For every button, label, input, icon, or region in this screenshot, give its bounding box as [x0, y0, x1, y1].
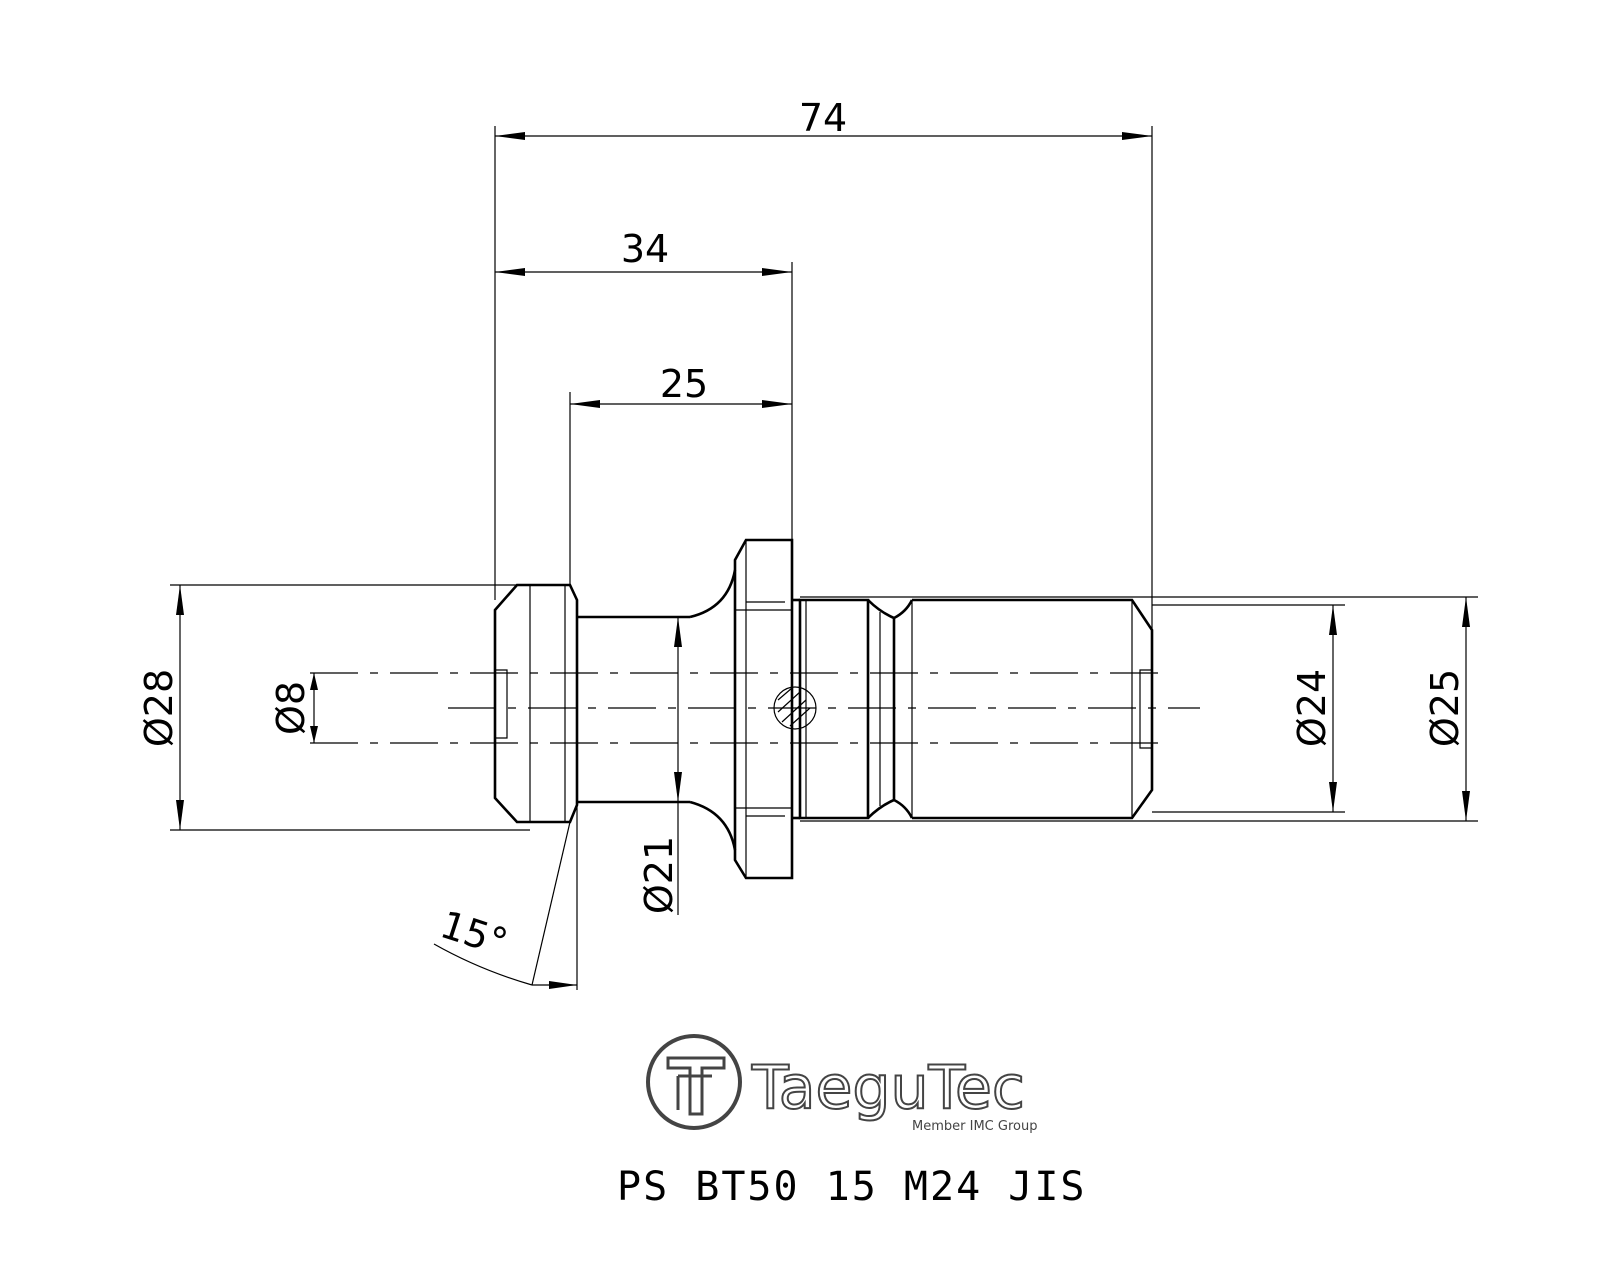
- dim-length-overall: 74: [494, 96, 1153, 630]
- brand-tagline: Member IMC Group: [912, 1119, 1037, 1134]
- dim-25-label: 25: [660, 362, 708, 406]
- dim-length-neck: 25: [569, 362, 792, 585]
- brand-name: TaeguTec: [751, 1053, 1025, 1123]
- dim-dia-thread-outer: Ø25: [800, 596, 1478, 822]
- pull-stud-outline: [493, 538, 1154, 880]
- dim-angle-label: 15°: [435, 902, 513, 965]
- dim-dia-thread-inner: Ø24: [1152, 604, 1345, 813]
- dim-d8-label: Ø8: [269, 681, 313, 735]
- dim-d28-label: Ø28: [137, 669, 181, 747]
- dim-dia-head: Ø28: [137, 584, 530, 831]
- dim-d24-label: Ø24: [1290, 669, 1334, 747]
- centerlines: [310, 672, 1200, 744]
- dim-34-label: 34: [621, 227, 669, 271]
- part-number-title: PS BT50 15 M24 JIS: [617, 1164, 1086, 1210]
- dim-d25-label: Ø25: [1423, 669, 1467, 747]
- dim-length-flange: 34: [495, 227, 793, 540]
- dim-d21-label: Ø21: [637, 836, 681, 914]
- dim-angle: 15°: [433, 805, 578, 990]
- dim-dia-bore: Ø8: [269, 673, 318, 743]
- dim-dia-neck: Ø21: [637, 617, 682, 915]
- dim-74-label: 74: [799, 96, 847, 140]
- brand-logo: TaeguTec Member IMC Group: [646, 1034, 1037, 1134]
